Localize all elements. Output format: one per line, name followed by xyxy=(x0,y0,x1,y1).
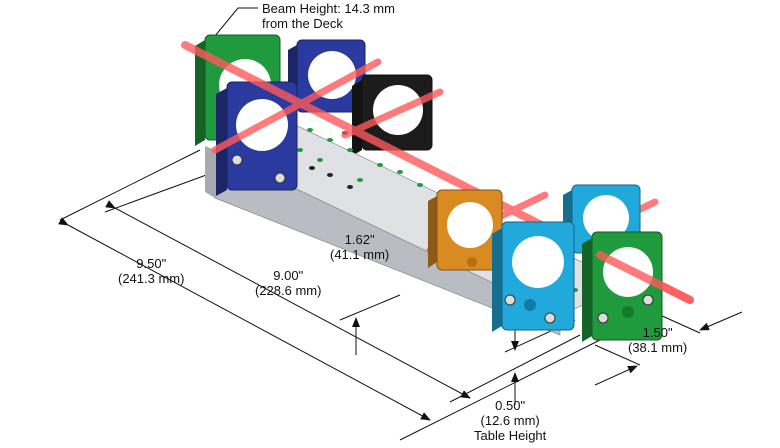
laser-beam-exit xyxy=(596,251,694,304)
table-height-imperial: 0.50" xyxy=(495,398,526,413)
length-900-label: 9.00" (228.6 mm) xyxy=(255,268,321,298)
beam-height-line1: Beam Height: 14.3 mm xyxy=(262,1,395,16)
length-900-metric: (228.6 mm) xyxy=(255,283,322,298)
length-950-label: 9.50" (241.3 mm) xyxy=(118,256,184,286)
length-950-imperial: 9.50" xyxy=(136,256,167,271)
mount-cyan-front xyxy=(492,221,575,332)
width-150-metric: (38.1 mm) xyxy=(628,340,688,355)
length-950-metric: (241.3 mm) xyxy=(118,271,185,286)
mount-orange xyxy=(428,189,503,271)
dimension-lines xyxy=(58,7,743,441)
table-height-metric: (12.6 mm) xyxy=(480,413,540,428)
table-height-label: 0.50" (12.6 mm) Table Height xyxy=(474,398,546,443)
height-162-label: 1.62" (41.1 mm) xyxy=(330,232,389,262)
height-162-imperial: 1.62" xyxy=(344,232,375,247)
beam-height-line2: from the Deck xyxy=(262,16,343,31)
table-height-caption: Table Height xyxy=(474,428,547,443)
beam-height-label: Beam Height: 14.3 mm from the Deck xyxy=(262,1,395,31)
width-150-label: 1.50" (38.1 mm) xyxy=(628,325,687,355)
width-150-imperial: 1.50" xyxy=(642,325,673,340)
height-162-metric: (41.1 mm) xyxy=(330,247,390,262)
length-900-imperial: 9.00" xyxy=(273,268,304,283)
